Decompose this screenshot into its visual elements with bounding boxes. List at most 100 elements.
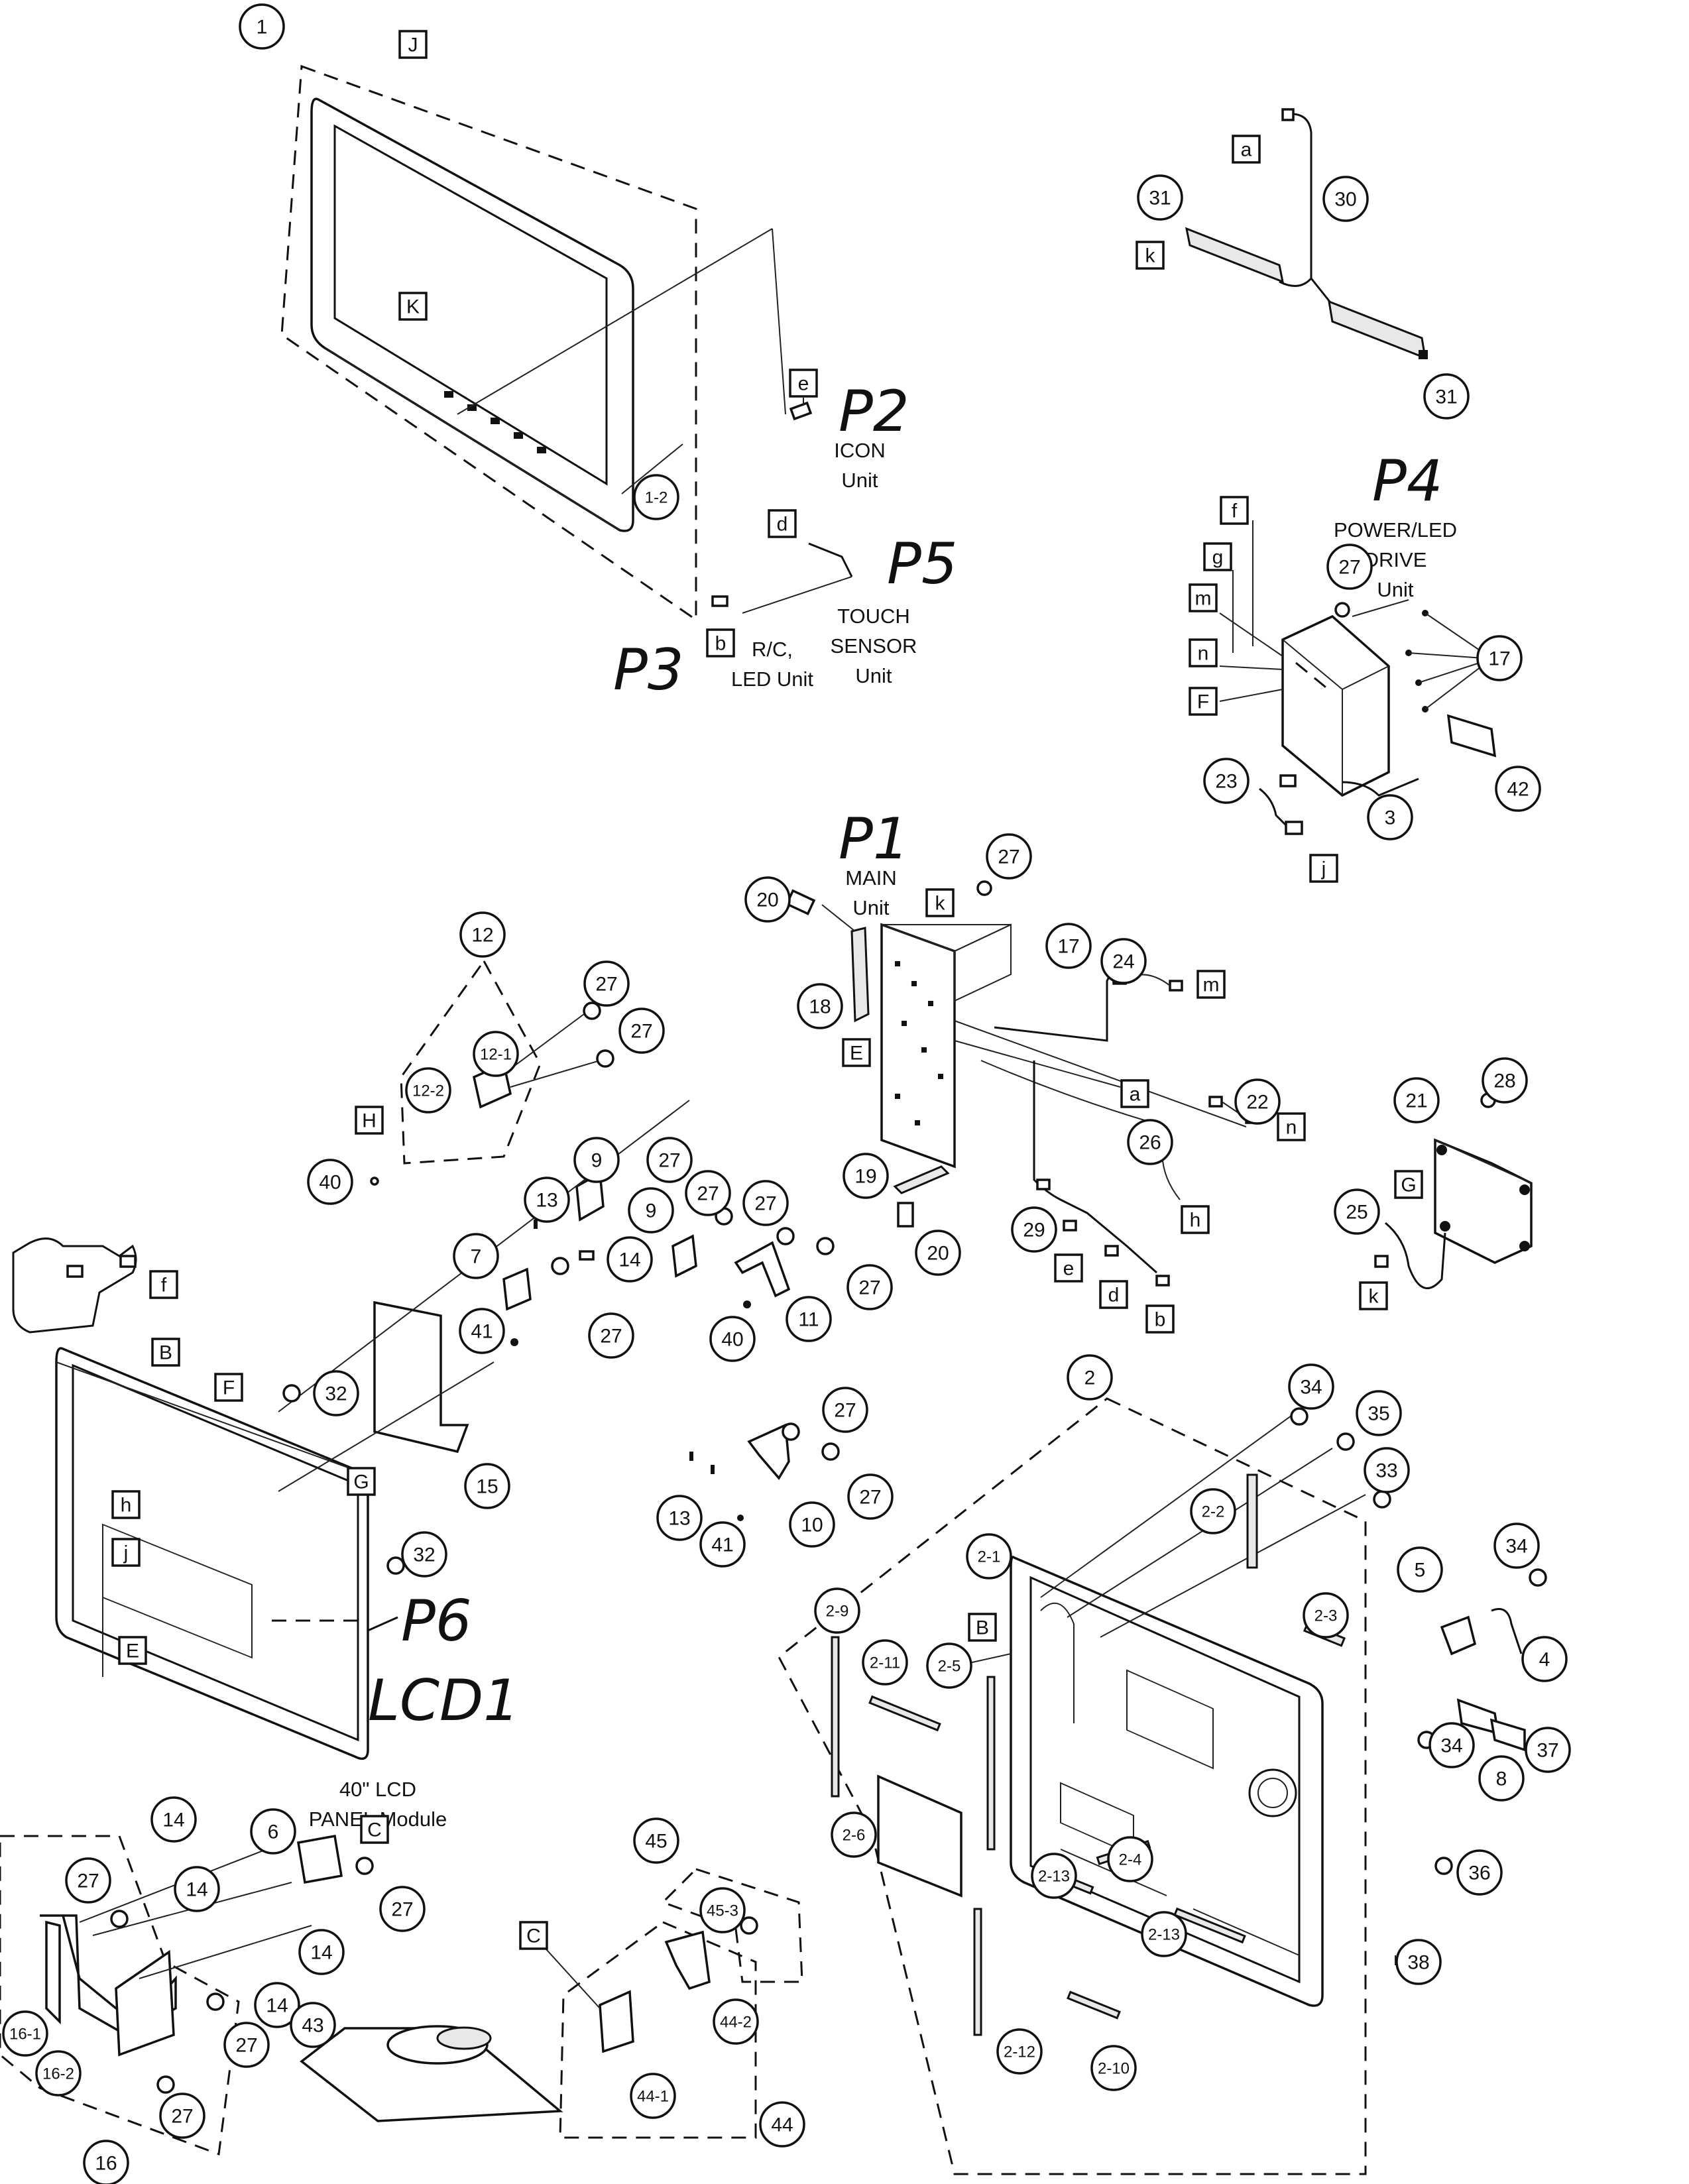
letter-label-G: G [347,1467,376,1496]
letter-box [1189,583,1218,612]
callout-circle [459,1308,505,1354]
callout-4: 4 [1521,1636,1568,1682]
callout-30: 30 [1322,176,1369,222]
callout-circle [915,1230,961,1276]
rear-cabinet-assembly [778,1397,1547,2175]
callout-5: 5 [1397,1546,1443,1593]
callout-circle [1067,1354,1113,1401]
letter-label-C: C [360,1815,389,1844]
callout-number: 35 [1368,1403,1389,1425]
letter-box [1309,854,1338,883]
letter-label-e: e [789,369,818,398]
callout-circle [996,2028,1043,2075]
callout-number: 20 [756,890,778,911]
callout-circle [831,1811,877,1858]
letter-text: a [1241,139,1252,161]
callout-number: 2-2 [1202,1503,1225,1521]
callout-circle [1428,1722,1475,1768]
callout-number: 27 [834,1400,856,1422]
letter-label-k: k [1359,1281,1388,1310]
plate-44-45 [533,1868,803,2139]
letter-box [1277,1112,1306,1141]
callout-circle [588,1312,634,1359]
letter-text: d [1108,1285,1120,1306]
letter-box [1189,687,1218,716]
callout-circle [524,1177,570,1223]
callout-number: 16-2 [42,2065,74,2083]
callout-circle [1190,1488,1236,1534]
callout-number: 18 [809,996,831,1018]
letter-box [151,1338,180,1367]
letter-label-f: f [1220,496,1249,525]
callout-number: 32 [413,1544,435,1566]
callout-circle [1100,938,1147,984]
callout-number: 14 [266,1995,288,2017]
callout-number: 11 [798,1309,819,1331]
callout-6: 6 [250,1808,296,1855]
callout-circle [1493,1523,1540,1569]
callout-number: 2 [1084,1367,1096,1389]
callout-number: 28 [1493,1070,1515,1092]
callout-circle [1395,1939,1442,1985]
letter-box [1099,1280,1128,1309]
callout-42: 42 [1495,766,1541,812]
bracket-10 [689,1422,840,1521]
callout-number: 29 [1023,1220,1045,1241]
callout-3: 3 [1367,794,1413,840]
callout-number: 20 [927,1243,949,1265]
letter-text: g [1212,547,1224,569]
callout-14: 14 [174,1866,220,1912]
callout-number: 27 [1338,557,1360,579]
letter-text: a [1130,1084,1141,1106]
callout-number: 2-9 [826,1603,849,1621]
letter-text: j [123,1542,129,1564]
letter-label-d: d [1099,1280,1128,1309]
letter-text: C [367,1819,382,1841]
letter-text: m [1195,588,1212,610]
letter-box [111,1490,141,1519]
callout-circle [656,1495,703,1541]
power-led-drive-unit: POWER/LED DRIVE Unit P4 [1219,448,1497,835]
handwritten-p2: P2 [839,378,909,445]
letter-box [1145,1304,1175,1334]
letter-text: F [223,1377,235,1399]
callout-number: 40 [319,1172,341,1194]
callout-circle [239,3,285,50]
letter-box [214,1373,243,1402]
callout-circle [1367,794,1413,840]
callout-number: 8 [1496,1768,1507,1790]
callout-number: 34 [1440,1735,1462,1757]
lcd-panel-label: 40" LCD [339,1778,416,1801]
callout-circle [744,876,791,923]
callout-27: 27 [986,833,1032,880]
callout-circle [742,1180,789,1226]
callout-number: 44-2 [720,2014,752,2032]
icon-unit-label-2: Unit [841,469,878,492]
letter-box [360,1815,389,1844]
callout-circle [1521,1636,1568,1682]
letter-label-F: F [1189,687,1218,716]
front-bezel-assembly [280,64,786,622]
callout-circle [685,1170,731,1216]
callout-circle [298,1929,345,1975]
callout-12-2: 12-2 [405,1067,451,1114]
callout-number: 27 [235,2035,257,2057]
callout-number: 30 [1334,189,1356,211]
callout-2-11: 2-11 [862,1639,908,1686]
callout-number: 45-3 [707,1902,738,1920]
callout-number: 27 [600,1326,622,1348]
callout-circle [1334,1188,1380,1235]
letter-label-n: n [1277,1112,1306,1141]
callout-2-10: 2-10 [1090,2045,1137,2091]
letter-label-g: g [1203,542,1232,571]
callout-number: 27 [171,2106,193,2128]
letter-box [1232,135,1261,164]
callout-1-2: 1-2 [633,474,679,520]
letter-box [1181,1205,1210,1234]
callout-16-2: 16-2 [35,2050,82,2097]
callout-circle [1482,1057,1528,1104]
screws-17 [1405,610,1484,713]
callout-35: 35 [1356,1390,1402,1436]
callout-circle [786,1296,832,1342]
